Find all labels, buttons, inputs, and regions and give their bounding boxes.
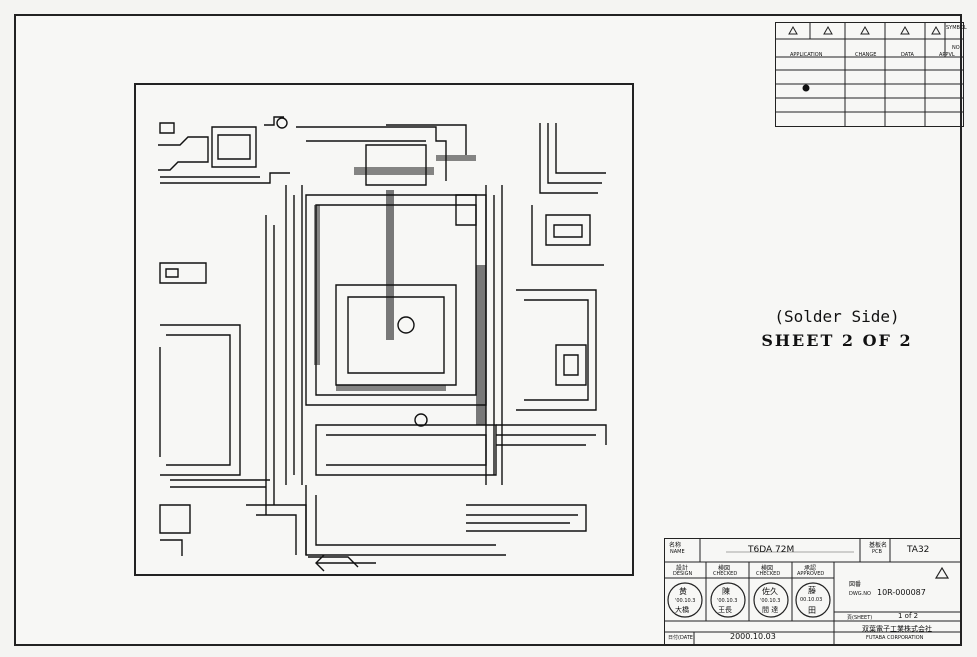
stamp-checked2-a: 佐久 <box>762 587 778 596</box>
checked2-label: 検図 <box>761 565 774 572</box>
approval-stamps <box>667 582 831 618</box>
checked2-label-en: CHECKED <box>756 571 781 577</box>
stamp-design-a: 黄 <box>679 587 687 596</box>
stamp-checked2-date: '00.10.3 <box>760 598 781 604</box>
sheet-note: SHEET 2 OF 2 <box>761 331 913 350</box>
part-value: TA32 <box>907 545 930 555</box>
part-label-en: PCB <box>872 549 882 555</box>
company-jp: 双葉電子工業株式会社 <box>862 625 932 633</box>
date-value: 2000.10.03 <box>730 632 776 641</box>
drawing-no-label: 図番 <box>849 581 862 588</box>
sheet-label: 頁(SHEET) <box>847 615 873 621</box>
drawing-no-label-en: DWG.NO <box>849 591 871 597</box>
col-data: DATA <box>901 52 914 58</box>
approved-label-en: APPROVED <box>797 571 825 577</box>
design-label: 設計 <box>676 565 689 572</box>
design-label-en: DESIGN <box>673 571 693 577</box>
checked-label-en: CHECKED <box>713 571 738 577</box>
company-en: FUTABA CORPORATION <box>866 635 924 641</box>
pcb-dense-pads <box>314 155 486 425</box>
stamp-approved-date: 00.10.03 <box>800 597 823 603</box>
date-label: 日付(DATE) <box>668 635 695 641</box>
stamp-checked-b: 王長 <box>718 606 732 614</box>
stamp-approved-b: 田 <box>808 606 816 615</box>
sheet-value: 1 of 2 <box>898 612 919 620</box>
revision-dot <box>802 84 810 92</box>
stamp-approved-a: 藤 <box>808 586 816 595</box>
symbol-header: SYMBOL <box>946 25 967 31</box>
col-appvl: APPVL <box>939 52 955 58</box>
col-change: CHANGE <box>855 52 877 58</box>
title-block <box>664 538 962 645</box>
part-label: 基板名 <box>869 542 888 549</box>
revision-triangle-icons <box>788 25 941 35</box>
revision-triangle-icon <box>934 566 950 579</box>
name-label: 名称 <box>669 542 682 549</box>
stamp-checked-date: '00.10.3 <box>717 598 738 604</box>
pcb-trace-drawing <box>158 116 607 572</box>
stamp-design-b: 大橋 <box>675 606 689 614</box>
stamp-checked-a: 陳 <box>722 587 730 596</box>
name-value: T6DA 72M <box>748 545 795 555</box>
stamp-checked2-b: 間 達 <box>762 606 779 614</box>
no-header: NO <box>952 45 960 51</box>
solder-side-note: (Solder Side) <box>774 307 900 326</box>
pcb-border <box>134 83 634 576</box>
direction-arrow-icon <box>315 554 376 572</box>
checked-label: 検図 <box>718 565 731 572</box>
drawing-number: 10R-000087 <box>877 588 926 597</box>
revision-table <box>775 22 964 127</box>
name-label-en: NAME <box>670 549 685 555</box>
approved-label: 承認 <box>804 565 817 572</box>
col-application: APPLICATION <box>790 52 823 58</box>
stamp-design-date: '00.10.3 <box>675 598 696 604</box>
